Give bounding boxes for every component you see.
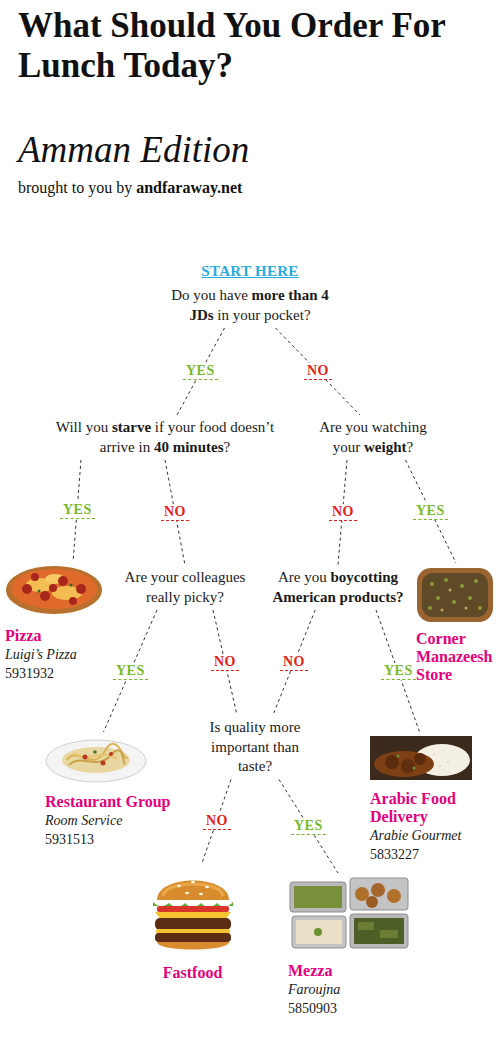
bold-run: boycotting American products? — [273, 569, 404, 605]
answer-label: YES — [291, 818, 326, 835]
credit-site: andfaraway.net — [136, 179, 242, 196]
subtitle: Amman Edition — [18, 128, 249, 172]
question-text: Do you have more than 4 JDs in your pock… — [165, 286, 335, 325]
answer-item: MezzaFaroujna5850903 — [288, 876, 413, 1018]
answer-heading: Fastfood — [145, 964, 240, 982]
answer-item: PizzaLuigi’s Pizza5931932 — [5, 563, 115, 683]
answer-label: NO — [304, 363, 332, 380]
dashed-connector — [406, 460, 457, 563]
question-text: Are your colleagues really picky? — [115, 568, 255, 607]
decision-text: Are you watching your weight? — [308, 418, 438, 457]
dashed-connector — [177, 328, 225, 415]
restaurant-name: Room Service — [45, 811, 175, 830]
bold-run: starve — [112, 419, 151, 435]
answer-label: NO — [280, 654, 308, 671]
question-text: Are you watching your weight? — [308, 418, 438, 457]
manakish-picture — [416, 566, 494, 624]
restaurant-name: Luigi’s Pizza — [5, 645, 115, 664]
answer-label: NO — [161, 504, 189, 521]
dashed-connector — [273, 610, 315, 715]
question-text: Are you boycotting American products? — [262, 568, 414, 607]
answer-heading: Restaurant Group — [45, 793, 175, 811]
burger-picture — [149, 866, 237, 952]
answer-label: YES — [381, 663, 416, 680]
restaurant-name: Arabie Gourmet — [370, 826, 495, 845]
decision-text: Will you starve if your food doesn’t arr… — [45, 418, 285, 457]
mezza-picture — [288, 876, 410, 950]
restaurant-name: Faroujna — [288, 980, 413, 999]
phone-number: 5833227 — [370, 845, 495, 864]
decision-text: Are you boycotting American products? — [262, 568, 414, 607]
answer-heading: Corner Manazeesh Store — [416, 630, 496, 684]
answer-heading: Arabic Food Delivery — [370, 790, 495, 826]
answer-label: YES — [60, 502, 95, 519]
answer-item: Fastfood — [145, 866, 240, 982]
dashed-connector — [202, 780, 231, 864]
start-marker: START HERE — [165, 262, 335, 281]
answer-item: Arabic Food DeliveryArabie Gourmet583322… — [370, 736, 495, 864]
pasta-picture — [45, 735, 148, 783]
pizza-picture — [5, 563, 103, 615]
dashed-connector — [276, 328, 361, 415]
phone-number: 5931513 — [45, 830, 175, 849]
bold-run: 40 minutes — [154, 439, 224, 455]
bold-run: weight — [364, 439, 407, 455]
question-text: Will you starve if your food doesn’t arr… — [45, 418, 285, 457]
phone-number: 5850903 — [288, 999, 413, 1018]
answer-heading: Pizza — [5, 627, 115, 645]
phone-number: 5931932 — [5, 664, 115, 683]
title: What Should You Order For Lunch Today? — [18, 6, 458, 86]
decision-text: START HERE Do you have more than 4 JDs in… — [165, 262, 335, 325]
dashed-connector — [104, 610, 158, 732]
answer-label: NO — [211, 654, 239, 671]
decision-text: Is quality more important than taste? — [195, 718, 315, 777]
dashed-connector — [279, 780, 338, 874]
answer-heading: Mezza — [288, 962, 413, 980]
decision-text: Are your colleagues really picky? — [115, 568, 255, 607]
answer-label: YES — [183, 363, 218, 380]
answer-item: Restaurant GroupRoom Service5931513 — [45, 735, 175, 849]
bold-run: more than 4 JDs — [189, 287, 328, 323]
arabic-food-picture — [370, 736, 472, 780]
answer-label: NO — [329, 504, 357, 521]
question-text: Is quality more important than taste? — [195, 718, 315, 777]
credit-text: brought to you by — [18, 179, 132, 196]
answer-label: NO — [203, 813, 231, 830]
dashed-connector — [376, 610, 420, 733]
answer-label: YES — [113, 663, 148, 680]
credit-line: brought to you by andfaraway.net — [18, 178, 242, 198]
answer-label: YES — [413, 503, 448, 520]
answer-item: Corner Manazeesh Store — [416, 566, 496, 684]
